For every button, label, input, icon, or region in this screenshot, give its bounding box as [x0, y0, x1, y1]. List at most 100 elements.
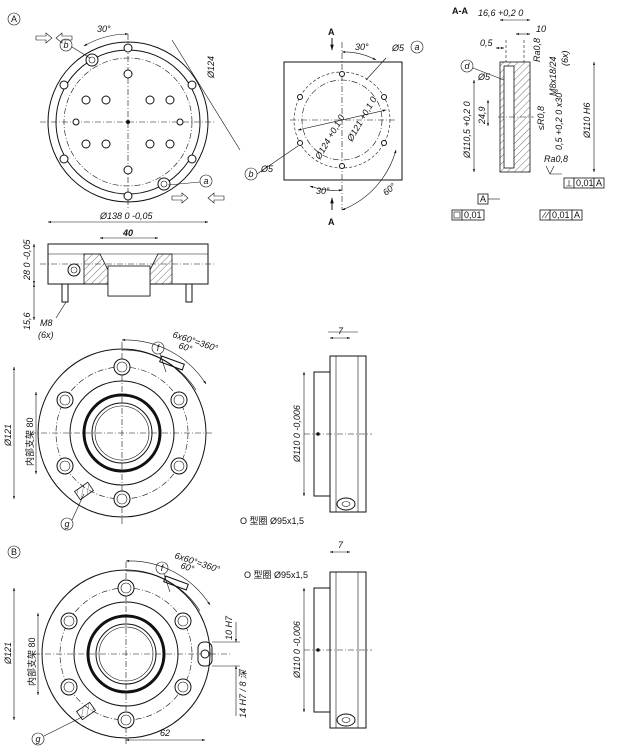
view-a-marker: [7, 12, 21, 26]
section-mark-bottom: A: [328, 217, 335, 227]
flange-b-hole-inner: [177, 681, 189, 693]
angle-30-label: 30°: [97, 24, 111, 34]
parallelism-icon: [541, 211, 550, 219]
d110-label: Ø110 0 -0,006: [292, 405, 302, 463]
section-mark-top: A: [328, 27, 335, 37]
view-b-front: B Ø121 内部支架 80 6x60°=360° 60°: [3, 545, 248, 746]
view-b-marker: [7, 545, 21, 559]
dowel-pin-inner: [88, 56, 96, 64]
arrow-left-icon: [55, 32, 73, 44]
flange-hole-inner: [59, 394, 71, 406]
view-a-side: 7 Ø110 0 -0,006 O 型圈 Ø95x1,5: [240, 326, 372, 526]
inner-hole: [81, 139, 91, 149]
view-a-plan: A 30°: [7, 12, 241, 210]
callout-a-circle: [199, 174, 213, 188]
s16-label: 16,6 +0,2 0: [478, 8, 523, 18]
m8-label: M8: [40, 318, 53, 328]
dowel-pin-inner: [160, 180, 168, 188]
flatness-icon: [453, 211, 461, 219]
b-angle-60-arc: [125, 570, 201, 612]
inner-hole: [145, 95, 155, 105]
d110h6-label: Ø110 H6: [582, 103, 592, 139]
s05-label: 0,5: [480, 38, 494, 48]
side-port: [336, 497, 356, 511]
b-pattern-label: 6x60°=360°: [173, 550, 221, 574]
inner-hole: [101, 95, 111, 105]
side-center-dot: [316, 432, 320, 436]
plate-angle-60-label: 60°: [381, 181, 398, 198]
plate-angle-60: [341, 149, 397, 211]
callout-f-label: f: [157, 343, 161, 353]
h249-label: 24,9: [477, 106, 487, 125]
callout-g-circle: [60, 517, 74, 531]
pin-right: [185, 283, 193, 303]
plate-hole: [297, 140, 303, 146]
s10-label: 10: [536, 24, 546, 34]
h10-label: 10 H7: [224, 615, 234, 640]
flange-b-hole-inner: [63, 681, 75, 693]
callout-f-leader: [159, 353, 167, 373]
plate-callout-a-circle: [410, 40, 424, 54]
view-b-label: B: [11, 547, 17, 557]
arrow-right-icon: [171, 192, 189, 204]
flange-hole: [170, 391, 188, 409]
callout-b-leader: [71, 46, 91, 59]
plate-view: A A Ø124 +0,1 0 Ø121 +0,1 0 30° 30° 60° …: [244, 27, 424, 227]
h28-label: 28 0 -0,05: [22, 238, 32, 281]
flange-hole: [170, 457, 188, 475]
b-callout-f-label: f: [161, 563, 165, 573]
plate-d5-label-2: Ø5: [260, 164, 274, 174]
h14-label: 14 H7 / 8 深: [238, 668, 248, 718]
view-a-front: Ø121 内部支架 80 6x60°=360° 60° f g: [3, 329, 220, 531]
r08-label: ≤R0,8: [536, 106, 546, 130]
inner-80-label: 内部支架 80: [24, 417, 35, 466]
datum-a-label: A: [480, 194, 486, 204]
plate-hole: [381, 94, 387, 100]
gdt-flat-symbol-box: [451, 209, 463, 221]
mount-hole: [187, 154, 197, 164]
section-callout-d-circle: [460, 59, 474, 73]
callout-b-label: b: [63, 40, 68, 50]
flange-hole: [113, 358, 131, 376]
mount-hole: [59, 154, 69, 164]
w7-label: 7: [338, 326, 344, 336]
plate-angle-bottom-label: 30°: [316, 186, 330, 196]
gdt-perp-value: 0,01: [576, 178, 594, 188]
flange-b-hole: [174, 678, 192, 696]
view-b-side: 7 O 型圈 Ø95x1,5 Ø110 0 -0,006: [244, 540, 372, 729]
thread-lines: [505, 40, 525, 62]
mount-hole: [123, 43, 133, 53]
plate-d5-leader: [365, 57, 387, 81]
callout-a-label: a: [203, 176, 208, 186]
mount-hole: [187, 80, 197, 90]
inner-hole: [123, 165, 133, 175]
callout-g-label: g: [64, 519, 69, 529]
gdt-par-datum-box: [571, 209, 583, 221]
dowel-pin: [157, 177, 171, 191]
center-dot: [126, 120, 130, 124]
ra08-label: Ra0,8: [532, 38, 542, 62]
dowel-pin: [85, 53, 99, 67]
view-a-elevation: Ø138 0 -0,05 40 28 0 -0,05 15,6 M8 (6x): [22, 211, 216, 340]
section-a-a: A-A 16,6 +0,2 0 10 0,5 Ra0,8 M8x18/24 (6…: [451, 6, 605, 221]
plate-callout-b-leader: [256, 145, 299, 175]
m8-leader: [55, 301, 67, 319]
w62-label: 62: [160, 728, 170, 738]
plate-hole: [297, 94, 303, 100]
flange-hole-inner: [173, 394, 185, 406]
d1105-label: Ø110,5 +0,2 0: [462, 101, 472, 159]
flange-hole: [56, 457, 74, 475]
flange-b-lug: [197, 641, 213, 667]
b-callout-f-leader: [163, 573, 171, 593]
mount-hole: [123, 191, 133, 201]
b-side-center-dot: [316, 648, 320, 652]
plate-hole: [381, 140, 387, 146]
flange-hole: [56, 391, 74, 409]
oring-label: O 型圈 Ø95x1,5: [240, 516, 304, 526]
flange-fitting: [74, 481, 94, 501]
gdt-par-value: 0,01: [552, 210, 570, 220]
gdt-perp-datum: A: [596, 178, 602, 188]
angle-dim-arc: [83, 32, 129, 47]
plate-angle-top-label: 30°: [355, 42, 369, 52]
